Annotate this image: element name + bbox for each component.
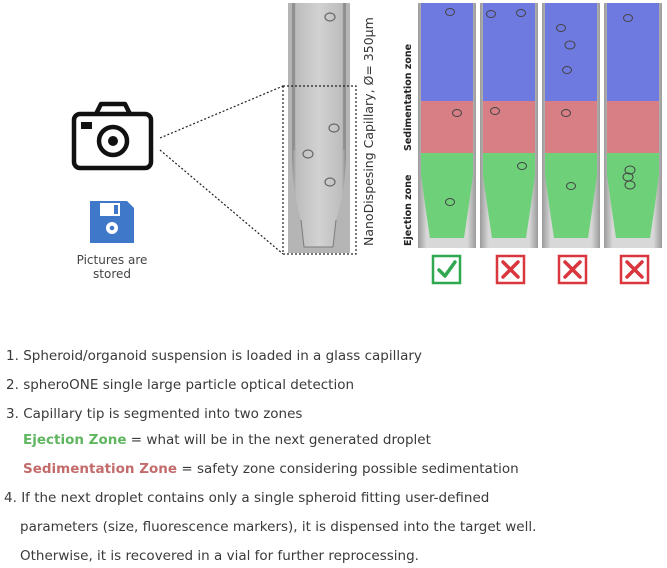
step-text: parameters (size, fluorescence markers),… xyxy=(20,519,537,535)
sedimentation-zone-term: Sedimentation Zone xyxy=(23,461,178,477)
capillary-label: NanoDispesing Capillary, Ø= 350µm xyxy=(361,17,376,246)
pictures-stored-label: Pictures are stored xyxy=(62,253,162,281)
step-text: If the next droplet contains only a sing… xyxy=(21,490,490,506)
ejection-zone-label: Ejection zone xyxy=(403,175,414,246)
capillary-image xyxy=(288,3,350,253)
step-3: 3. Capillary tip is segmented into two z… xyxy=(6,406,302,422)
step-number: 1. xyxy=(6,348,19,364)
step-2: 2. spheroONE single large particle optic… xyxy=(6,377,354,393)
step-number: 4. xyxy=(4,490,17,506)
step-1: 1. Spheroid/organoid suspension is loade… xyxy=(6,348,422,364)
capillary-panel-4 xyxy=(604,3,662,248)
ejection-zone-description: = what will be in the next generated dro… xyxy=(126,432,431,448)
diagram-canvas: NanoDispesing Capillary, Ø= 350µm Sedime… xyxy=(71,3,662,285)
zoom-connector-lines xyxy=(159,85,284,255)
ejection-zone-term: Ejection Zone xyxy=(23,432,127,448)
pictures-stored-line-2: stored xyxy=(93,267,131,281)
sedimentation-zone-definition: Sedimentation Zone = safety zone conside… xyxy=(23,461,519,477)
capillary-panel-3 xyxy=(542,3,600,248)
step-text: Otherwise, it is recovered in a vial for… xyxy=(20,548,419,564)
check-icon xyxy=(431,254,462,285)
step-4-otherwise: Otherwise, it is recovered in a vial for… xyxy=(20,548,419,564)
cross-icon xyxy=(619,254,650,285)
step-number: 2. xyxy=(6,377,19,393)
pictures-stored-line-1: Pictures are xyxy=(76,253,148,267)
cross-icon xyxy=(557,254,588,285)
sedimentation-zone-description: = safety zone considering possible sedim… xyxy=(177,461,519,477)
step-4-continued: parameters (size, fluorescence markers),… xyxy=(20,519,536,535)
zoom-selection-box xyxy=(282,85,357,255)
ejection-zone-definition: Ejection Zone = what will be in the next… xyxy=(23,432,431,448)
step-text: spheroONE single large particle optical … xyxy=(23,377,355,393)
step-number: 3. xyxy=(6,406,19,422)
capillary-panel-2 xyxy=(480,3,538,248)
camera-icon xyxy=(71,101,154,171)
step-text: Capillary tip is segmented into two zone… xyxy=(23,406,303,422)
capillary-panel-1 xyxy=(418,3,476,248)
step-text: Spheroid/organoid suspension is loaded i… xyxy=(23,348,422,364)
step-4: 4. If the next droplet contains only a s… xyxy=(4,490,489,506)
cross-icon xyxy=(495,254,526,285)
sedimentation-zone-label: Sedimentation zone xyxy=(403,44,414,151)
floppy-disk-icon xyxy=(90,201,134,243)
